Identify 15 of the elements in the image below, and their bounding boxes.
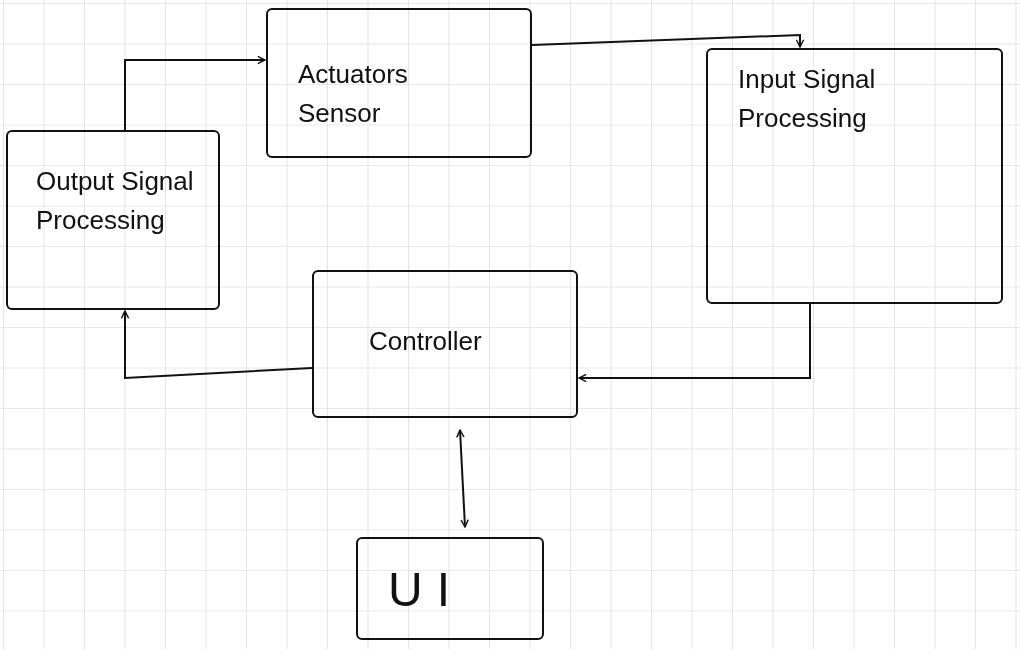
process-box	[6, 130, 220, 310]
process-box	[312, 270, 578, 418]
process-box	[266, 8, 532, 158]
arrow	[578, 303, 811, 383]
box-label: UI	[388, 562, 465, 618]
box-label: Output Signal Processing	[36, 165, 195, 237]
arrow	[456, 429, 469, 528]
arrow	[124, 55, 266, 131]
box-label: Actuators Sensor	[298, 58, 409, 130]
arrow	[120, 310, 313, 380]
arrow	[531, 33, 805, 48]
process-box	[356, 537, 544, 640]
process-box	[706, 48, 1003, 304]
box-label: Input Signal Processing	[738, 63, 877, 135]
box-label: Controller	[369, 325, 483, 358]
